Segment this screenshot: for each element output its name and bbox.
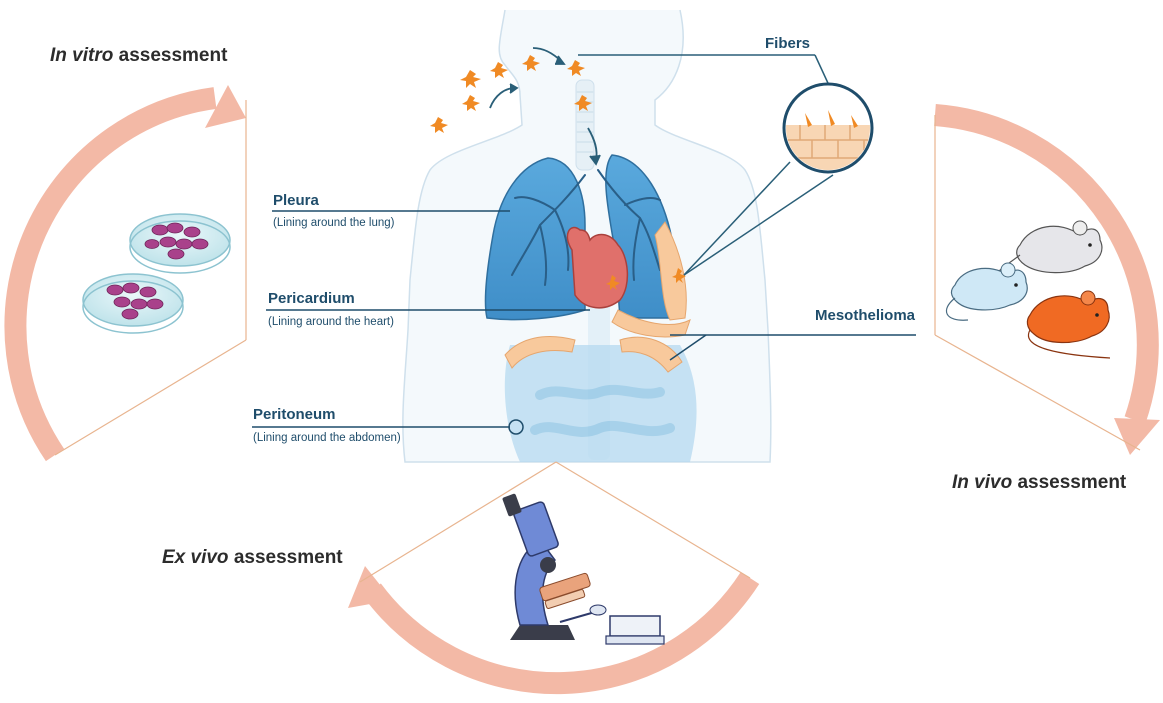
ex-vivo-label: Ex vivo assessment — [162, 547, 343, 569]
pericardium-sublabel: (Lining around the heart) — [268, 316, 394, 328]
fibers-label: Fibers — [765, 35, 810, 52]
mouse-icon — [946, 221, 1110, 358]
petri-dish-icon — [130, 214, 230, 273]
pericardium-label: Pericardium — [268, 290, 355, 307]
petri-dish-icon — [83, 274, 183, 333]
microscope-icon — [502, 493, 664, 644]
peritoneum-sublabel: (Lining around the abdomen) — [253, 432, 401, 444]
peritoneum-label: Peritoneum — [253, 406, 336, 423]
in-vivo-label: In vivo assessment — [952, 472, 1126, 494]
in-vivo-arrowhead — [1114, 418, 1160, 455]
pleura-sublabel: (Lining around the lung) — [273, 217, 394, 229]
mesothelioma-label: Mesothelioma — [815, 307, 915, 324]
in-vitro-label: In vitro assessment — [50, 45, 227, 67]
pleura-label: Pleura — [273, 192, 319, 209]
